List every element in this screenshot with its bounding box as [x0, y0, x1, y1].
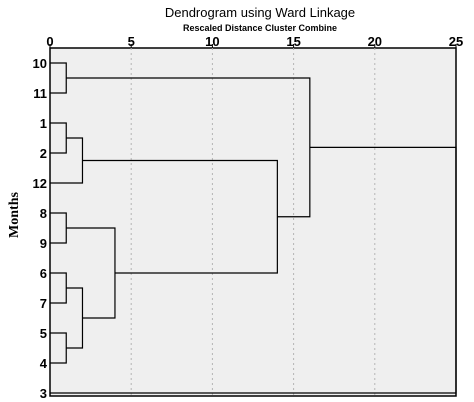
- y-axis-label: Months: [7, 192, 22, 238]
- leaf-label-8: 8: [40, 206, 47, 221]
- leaf-label-5: 5: [40, 326, 47, 341]
- x-tick-label-25: 25: [449, 34, 463, 49]
- leaf-label-6: 6: [40, 266, 47, 281]
- grid-lines: [130, 48, 376, 396]
- leaf-label-9: 9: [40, 236, 47, 251]
- leaf-label-11: 11: [33, 86, 47, 101]
- leaf-label-2: 2: [40, 146, 47, 161]
- x-tick-label-5: 5: [128, 34, 135, 49]
- x-tick-label-10: 10: [205, 34, 219, 49]
- leaf-label-12: 12: [33, 176, 47, 191]
- leaf-label-10: 10: [33, 56, 47, 71]
- x-tick-label-0: 0: [46, 34, 53, 49]
- leaf-label-4: 4: [40, 356, 48, 371]
- chart-title: Dendrogram using Ward Linkage: [165, 5, 355, 20]
- dendrogram-branches: [50, 62, 457, 394]
- leaf-label-7: 7: [40, 296, 47, 311]
- x-tick-label-20: 20: [368, 34, 382, 49]
- branch-merge-11: [50, 146, 457, 394]
- chart-subtitle: Rescaled Distance Cluster Combine: [183, 23, 337, 33]
- leaf-label-3: 3: [40, 386, 47, 401]
- x-tick-label-15: 15: [286, 34, 300, 49]
- x-axis: 0 5 10 15 20 25: [46, 34, 463, 49]
- plot-area: [49, 47, 457, 397]
- leaf-label-1: 1: [40, 116, 47, 131]
